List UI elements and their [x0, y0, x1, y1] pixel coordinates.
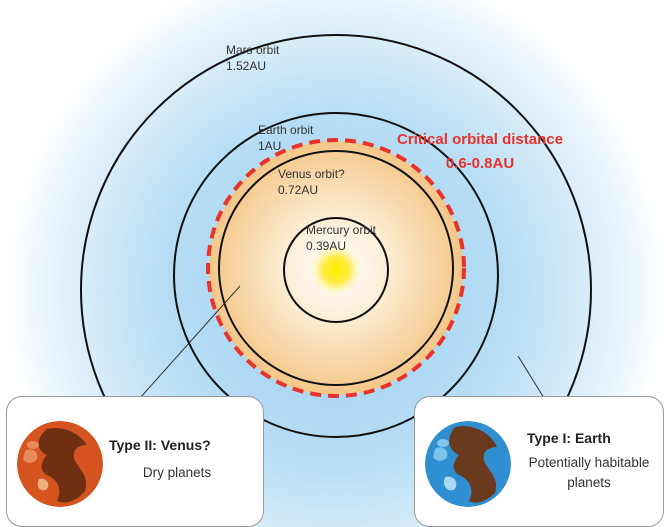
mars-orbit-label: Mars orbit	[226, 43, 280, 57]
earth-orbit-label: Earth orbit	[258, 123, 314, 137]
venus-planet-icon	[17, 421, 103, 507]
mars-orbit-distance: 1.52AU	[226, 59, 266, 73]
mercury-orbit-distance: 0.39AU	[306, 239, 346, 253]
critical-distance-ring	[206, 138, 466, 398]
venus-orbit-label: Venus orbit?	[278, 167, 345, 181]
earth-planet-icon	[425, 421, 511, 507]
venus-type-description: Dry planets	[142, 465, 212, 480]
earth-type-callout: Type I: Earth Potentially habitable plan…	[414, 396, 664, 527]
mercury-orbit	[283, 217, 389, 323]
earth-orbit	[173, 112, 499, 438]
earth-orbit-distance: 1AU	[258, 139, 281, 153]
venus-callout-pointer	[139, 285, 241, 399]
mars-orbit	[80, 34, 592, 527]
earth-callout-pointer	[517, 355, 545, 399]
mercury-orbit-label: Mercury orbit	[306, 223, 377, 237]
venus-type-callout: Type II: Venus? Dry planets	[6, 396, 264, 527]
earth-type-title: Type I: Earth	[527, 430, 611, 446]
critical-distance-title: Critical orbital distance	[397, 131, 563, 148]
critical-distance-range: 0.6-0.8AU	[446, 155, 514, 172]
venus-orbit	[218, 150, 454, 386]
venus-orbit-distance: 0.72AU	[278, 183, 318, 197]
sun-icon	[310, 244, 362, 296]
earth-type-description: Potentially habitable planets	[528, 455, 650, 490]
venus-type-title: Type II: Venus?	[109, 437, 211, 453]
